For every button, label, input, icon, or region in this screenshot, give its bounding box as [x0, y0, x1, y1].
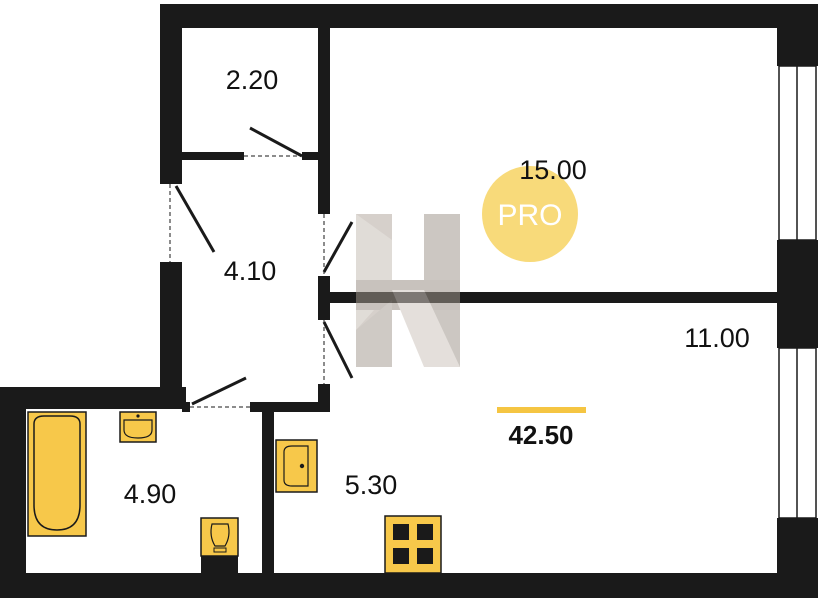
windows [778, 65, 817, 519]
room-area-living-room: 15.00 [519, 155, 587, 185]
bathtub [27, 411, 87, 537]
room-area-hallway: 4.10 [224, 256, 277, 286]
room-area-kitchen-corner: 5.30 [345, 470, 398, 500]
watermark-logo [356, 214, 460, 367]
total-area: 42.50 [508, 420, 573, 450]
stove [384, 515, 442, 574]
toilet [200, 517, 239, 573]
total-area-accent-bar [497, 407, 586, 413]
bathroom-sink [119, 411, 157, 443]
pro-badge: PRO [482, 166, 578, 262]
kitchen-sink [275, 439, 318, 493]
room-area-storage: 2.20 [226, 65, 279, 95]
pro-badge-text: PRO [497, 199, 562, 232]
doors [169, 126, 354, 408]
room-area-bathroom: 4.90 [124, 479, 177, 509]
walls [0, 4, 818, 598]
room-area-kitchen: 11.00 [684, 323, 750, 353]
